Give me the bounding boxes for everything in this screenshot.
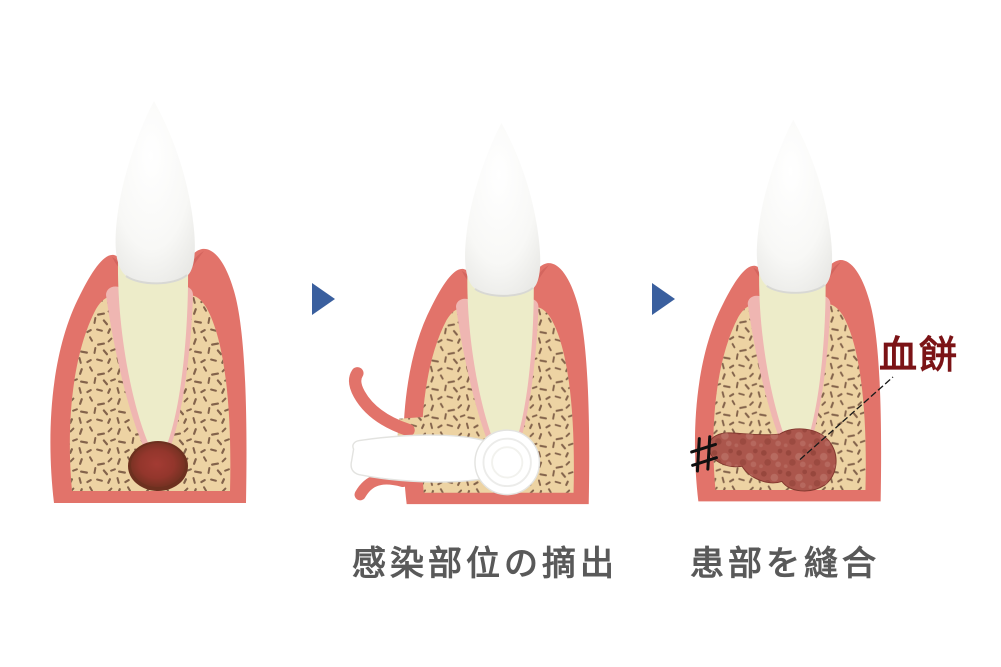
surgical-instrument-head-ring	[482, 437, 532, 488]
caption-suturing: 患部を縫合	[690, 544, 880, 584]
caption-infection-removal: 感染部位の摘出	[352, 544, 618, 584]
arrow-right-icon	[652, 283, 675, 315]
stage-1-infected-tooth-illustration	[49, 100, 248, 504]
surgical-instrument-head	[474, 429, 541, 496]
gum-flap-upper	[348, 367, 415, 437]
stage-3-sutured-site-illustration	[690, 118, 894, 503]
gum-flap-lower	[354, 473, 409, 501]
surgical-instrument-head-ring	[491, 446, 524, 479]
blood-clot-label: 血餅	[879, 333, 960, 377]
blood-clot-texture	[709, 428, 837, 491]
suture-stitches	[690, 435, 718, 473]
stage-2-infection-removal-illustration	[348, 122, 591, 506]
arrow-right-icon	[312, 283, 335, 315]
annotation-pointer-line	[799, 376, 894, 461]
infection-abscess	[131, 443, 185, 487]
